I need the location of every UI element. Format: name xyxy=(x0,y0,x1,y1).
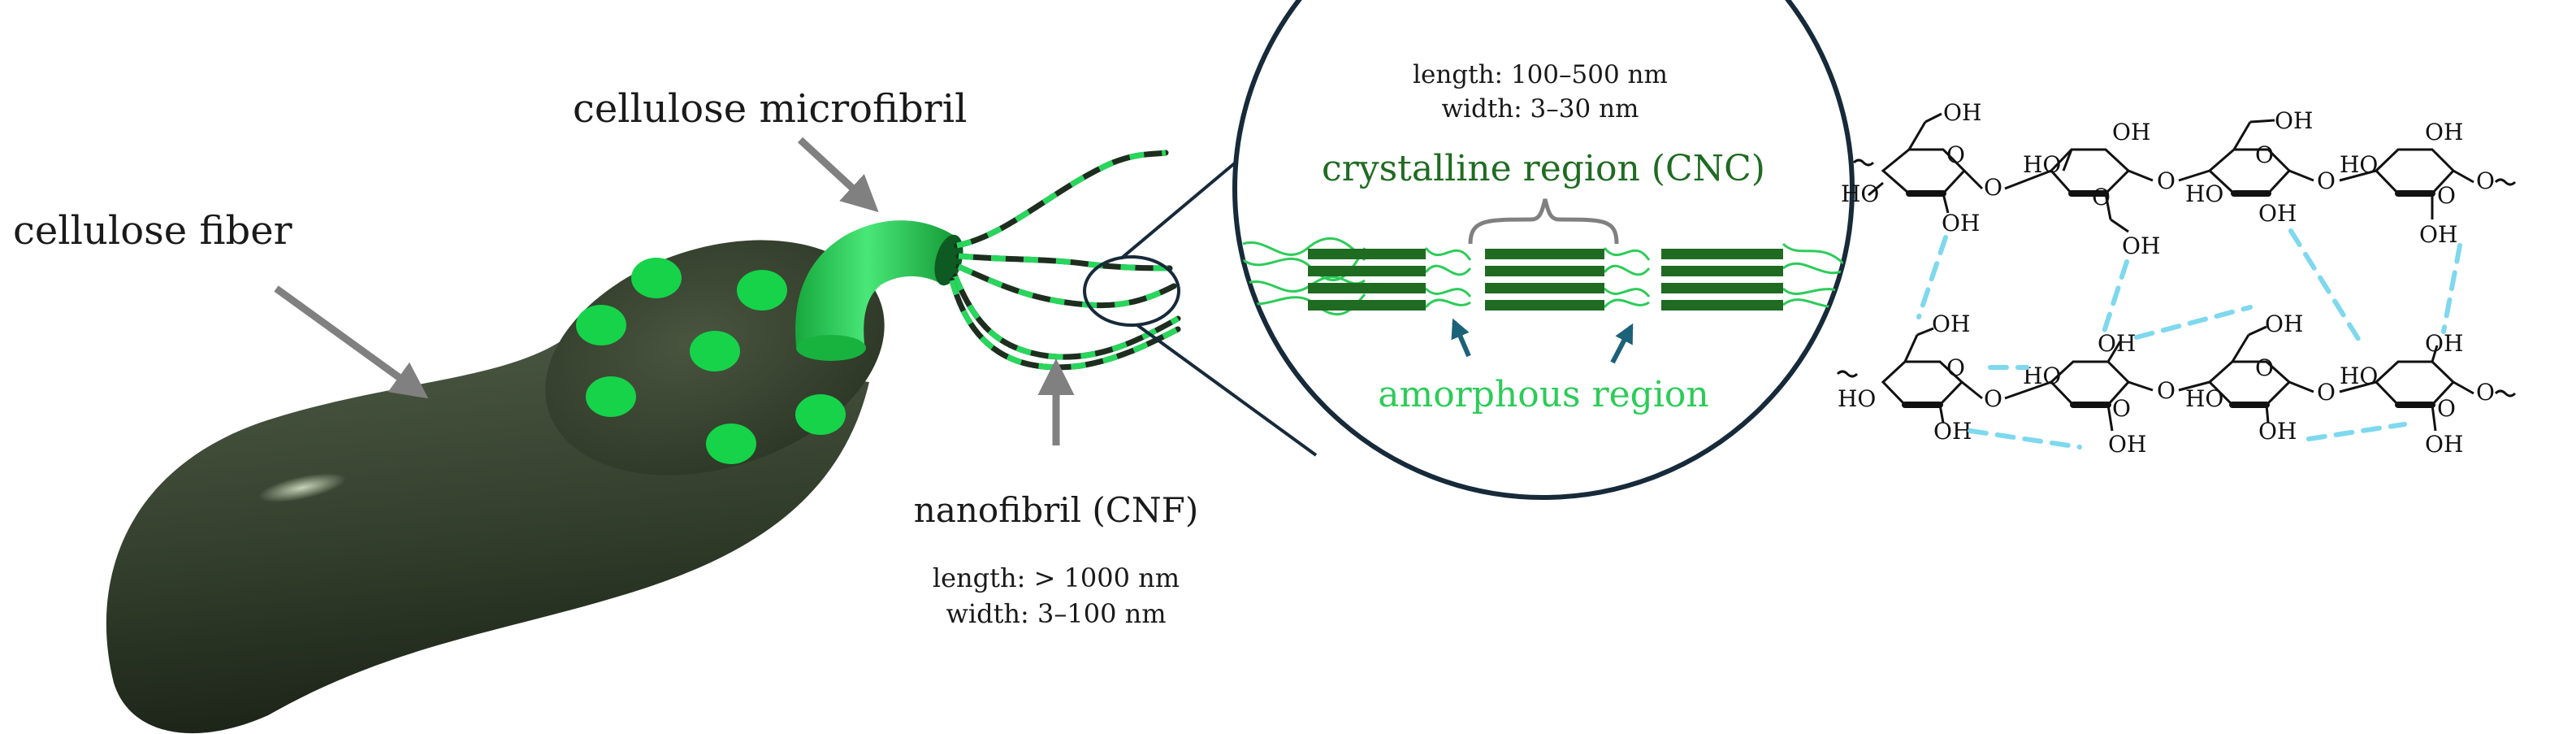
chem-oh: OH xyxy=(2425,119,2463,145)
chem-oh: OH xyxy=(2098,330,2136,357)
chem-oh: OH xyxy=(2112,119,2150,145)
zoom-lens xyxy=(1232,0,1855,500)
crystalline-brace xyxy=(1468,198,1619,245)
microfibril-dot xyxy=(576,305,626,345)
microfibril-dot xyxy=(706,423,756,464)
chem-oh: OH xyxy=(2258,200,2297,227)
chem-oh: OH xyxy=(1943,99,1981,126)
chem-o: O xyxy=(2437,395,2456,422)
chem-oh: OH xyxy=(1942,210,1980,237)
crystalline-block xyxy=(1308,249,1426,311)
hydrogen-bond xyxy=(2102,259,2129,334)
microfibril-dot xyxy=(795,394,846,435)
crystalline-block xyxy=(1661,249,1783,311)
microfibril-pointer-arrow xyxy=(797,137,879,213)
cnc-length-label: length: 100–500 nm xyxy=(1413,60,1668,89)
wavy-bond xyxy=(1852,159,1875,167)
chem-oh: OH xyxy=(2419,221,2457,248)
cnf-width-label: width: 3–100 nm xyxy=(946,598,1166,629)
microfibril-dot xyxy=(586,376,636,417)
chem-o: O xyxy=(2437,182,2456,209)
chem-o: O xyxy=(1946,141,1965,168)
cellulose-fiber-label: cellulose fiber xyxy=(13,208,292,254)
crystalline-block xyxy=(1485,249,1604,311)
cellulose-microfibril-label: cellulose microfibril xyxy=(573,86,967,132)
chem-ho: HO xyxy=(1841,180,1879,207)
chem-o: O xyxy=(2317,167,2336,194)
wavy-bond xyxy=(1836,370,1859,378)
microfibril-dots xyxy=(576,258,846,464)
chem-o: O xyxy=(2112,395,2131,422)
chem-oh: OH xyxy=(2425,330,2463,357)
chem-oh: OH xyxy=(2258,418,2297,445)
chem-ho: HO xyxy=(2185,180,2223,207)
chem-ho: HO xyxy=(2340,363,2378,389)
chem-o: O xyxy=(2255,354,2274,381)
chem-o: O xyxy=(2317,379,2336,406)
chem-o: O xyxy=(1984,174,2002,201)
chem-o: O xyxy=(1946,354,1965,381)
amorphous-arrow-left xyxy=(1451,318,1471,358)
chem-ho: HO xyxy=(2340,151,2378,178)
hydrogen-bonds xyxy=(1916,228,2462,450)
wavy-bond xyxy=(2494,389,2517,397)
chem-o: O xyxy=(2157,377,2176,404)
zoom-selection-ellipse xyxy=(1083,255,1180,327)
hydrogen-bond xyxy=(2288,228,2362,344)
chem-oh: OH xyxy=(1932,311,1970,337)
chem-oh: OH xyxy=(1933,418,1972,445)
cnc-width-label: width: 3–30 nm xyxy=(1442,94,1639,124)
nanofibril-label: nanofibril (CNF) xyxy=(914,490,1198,530)
chem-o: O xyxy=(2476,167,2495,194)
crystalline-region-label: crystalline region (CNC) xyxy=(1322,148,1765,189)
amorphous-region-label: amorphous region xyxy=(1378,374,1709,415)
microfibril-dot xyxy=(631,258,682,298)
cellulose-chemical-structure: OH O HO OH O HO OH O OH O OH O HO OH O H… xyxy=(1836,99,2517,458)
chem-oh: OH xyxy=(2108,431,2146,458)
hydrogen-bond xyxy=(1916,235,1948,319)
chem-o: O xyxy=(1984,385,2002,412)
hydrogen-bond xyxy=(2306,422,2407,441)
chem-oh: OH xyxy=(2425,431,2463,458)
chem-o: O xyxy=(2255,141,2274,168)
microfibril-dot xyxy=(737,270,787,311)
chem-oh: OH xyxy=(2275,107,2313,134)
bottom-glucose-chain xyxy=(1836,325,2517,432)
chem-ho: HO xyxy=(2023,151,2061,178)
hydrogen-bond xyxy=(1968,428,2082,450)
microfibril-dot xyxy=(690,331,740,371)
wavy-bond xyxy=(2494,178,2517,186)
chem-oh: OH xyxy=(2265,311,2303,337)
chem-oh: OH xyxy=(2122,232,2160,259)
top-glucose-chain xyxy=(1852,112,2517,233)
chem-o: O xyxy=(2092,184,2111,211)
cnf-length-label: length: > 1000 nm xyxy=(933,562,1180,593)
chem-o: O xyxy=(2157,167,2176,194)
amorphous-arrow-right xyxy=(1610,323,1634,364)
hydrogen-bond xyxy=(2441,243,2462,334)
chem-o: O xyxy=(2476,379,2495,406)
chem-ho: HO xyxy=(1838,385,1876,412)
fiber-pointer-arrow xyxy=(274,285,429,399)
zoom-line-bottom xyxy=(1136,324,1318,457)
nanofibril-strands xyxy=(949,150,1181,371)
crystalline-blocks xyxy=(1308,249,1783,311)
chem-ho: HO xyxy=(2185,385,2223,412)
hydrogen-bond xyxy=(2134,305,2253,340)
